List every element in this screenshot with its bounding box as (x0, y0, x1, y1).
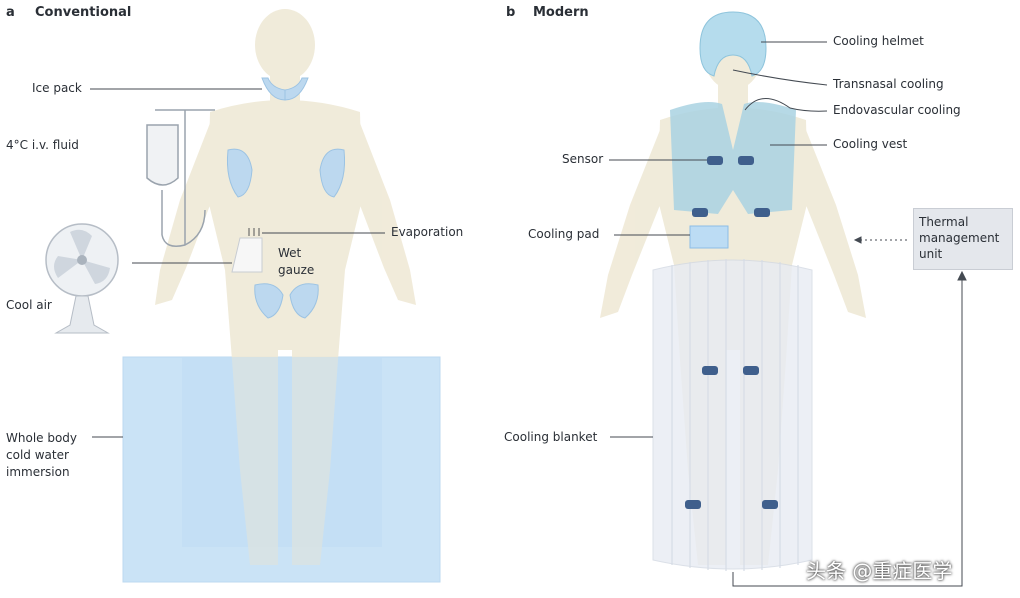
ice-packs (227, 77, 345, 319)
panel-a-title: Conventional (35, 5, 132, 20)
evaporation-marks (248, 228, 260, 236)
label-wet-gauze: Wet gauze (278, 246, 315, 277)
panel-b-letter: b (506, 5, 516, 20)
thermal-management-unit-box (913, 208, 1013, 270)
label-cooling-vest: Cooling vest (833, 137, 908, 151)
water-tank-inner (182, 357, 382, 547)
body-conventional (155, 9, 416, 565)
wet-gauze (231, 237, 263, 273)
panel-a-letter: a (6, 5, 15, 20)
label-cooling-pad: Cooling pad (528, 227, 600, 241)
label-thermal-management-unit: Thermal management unit (919, 215, 1000, 261)
label-cooling-helmet: Cooling helmet (833, 34, 924, 48)
cooling-blanket (652, 259, 813, 571)
label-iv-fluid: 4°C i.v. fluid (6, 138, 79, 152)
leader-lines-b (609, 41, 967, 587)
iv-stand (146, 109, 215, 247)
fan (45, 223, 119, 334)
label-transnasal-cooling: Transnasal cooling (833, 77, 944, 91)
panel-b-title: Modern (533, 5, 589, 20)
water-surface (123, 357, 440, 582)
watermark: 头条 @重症医学 (806, 559, 953, 583)
sensors (685, 156, 778, 509)
label-sensor: Sensor (562, 152, 604, 166)
leader-lines-a (90, 88, 385, 438)
label-cool-air: Cool air (6, 298, 52, 312)
label-immersion: Whole body cold water immersion (6, 431, 78, 479)
label-cooling-blanket: Cooling blanket (504, 430, 598, 444)
cooling-pad (689, 225, 729, 249)
cooling-helmet (699, 11, 767, 77)
label-ice-pack: Ice pack (32, 81, 82, 95)
label-endovascular-cooling: Endovascular cooling (833, 103, 961, 117)
label-evaporation: Evaporation (391, 225, 464, 239)
cooling-vest (670, 102, 796, 214)
